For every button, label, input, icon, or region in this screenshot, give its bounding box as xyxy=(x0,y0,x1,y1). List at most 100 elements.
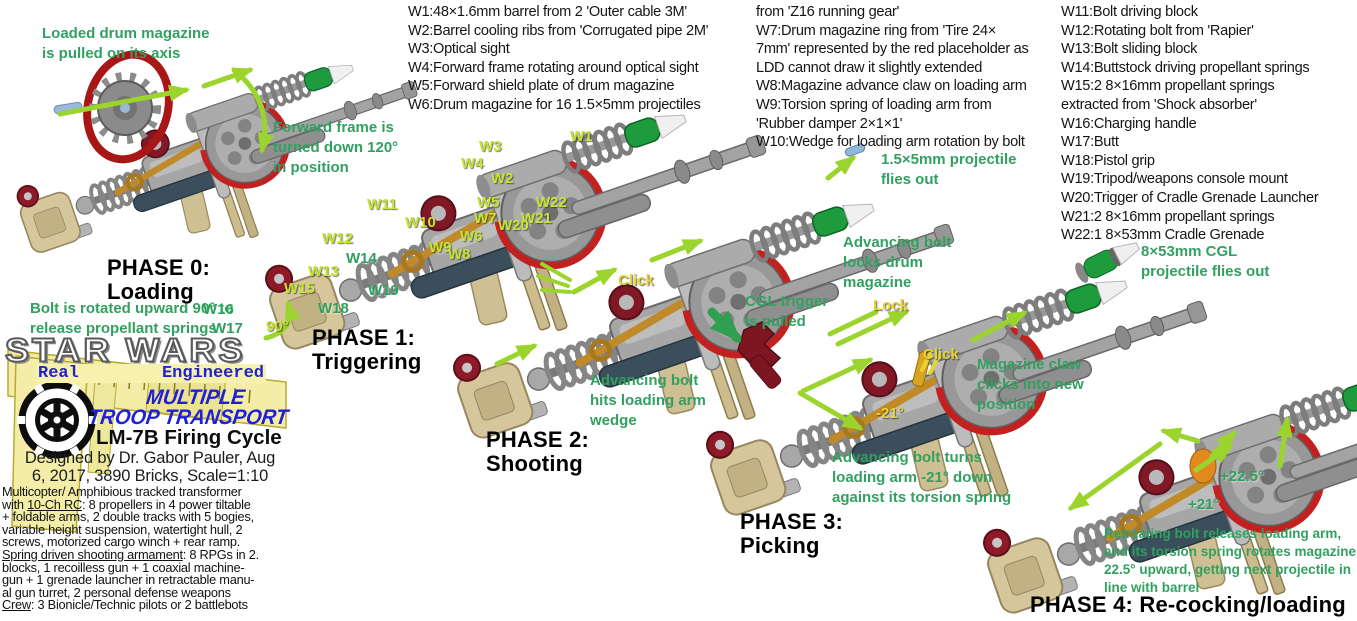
annotation-4: 1.5×5mm projectile flies out xyxy=(881,150,1016,190)
credit-line-1: Designed by Dr. Gabor Pauler, Aug xyxy=(24,449,276,467)
annotation-line: is pulled xyxy=(745,313,806,330)
part-label-w15: W15 xyxy=(284,280,315,297)
parts-list-column-1: W1:48×1.6mm barrel from 2 'Outer cable 3… xyxy=(408,3,709,115)
real-engineered-banner: Real Engineered xyxy=(36,364,266,383)
part-label-w18: W18 xyxy=(318,300,349,317)
annotation-line: turned down 120° xyxy=(273,139,399,156)
annotation-line: line with barrel xyxy=(1104,580,1200,595)
model-description: Multicopter/ Amphibious tracked transfor… xyxy=(2,484,259,613)
annotation-line: clicks into new xyxy=(977,376,1084,393)
annotation-line: against its torsion spring xyxy=(832,489,1012,506)
annotation-3: Bolt is rotated upward 90° to release pro… xyxy=(30,299,234,339)
phase-title-4: PHASE 4: Re-cocking/loading xyxy=(1030,593,1346,617)
imperial-emblem-icon xyxy=(17,381,97,459)
parts-list-line: W9:Torsion spring of loading arm from xyxy=(756,96,992,113)
annotation-line: 8×53mm CGL xyxy=(1141,243,1238,260)
part-label-w3: W3 xyxy=(479,138,502,155)
part-label-w5: W5 xyxy=(477,194,500,211)
description-line: screws, motorized cargo winch + rear ram… xyxy=(2,534,241,550)
description-line: blocks, 1 recoilless gun + 1 coaxial mac… xyxy=(2,559,245,575)
parts-list-line: W11:Bolt driving block xyxy=(1061,4,1198,20)
description-line: al gun turret, 2 personal defense weapon… xyxy=(2,584,231,600)
annotation-line: and its torsion spring rotates magazine xyxy=(1104,544,1357,559)
annotation-line: Advancing bolt xyxy=(843,234,952,251)
part-label-w16: W16 xyxy=(203,301,234,318)
annotation-line: Advancing bolt xyxy=(590,372,699,389)
part-label-w19: W19 xyxy=(368,282,399,299)
part-label-+22.5°: +22.5° xyxy=(1220,468,1264,485)
description-line: Crew: 3 Bionicle/Technic pilots or 2 bat… xyxy=(2,597,248,613)
annotation-line: Retreating bolt releases loading arm, xyxy=(1104,526,1342,541)
part-label-w6: W6 xyxy=(460,228,483,245)
phase-title-0: PHASE 0:Loading xyxy=(107,256,210,303)
parts-list-line: W10:Wedge for loading arm rotation by bo… xyxy=(756,134,1025,151)
annotation-line: release propellant springs xyxy=(30,320,217,337)
parts-list-line: W15:2 8×16mm propellant springs xyxy=(1061,78,1275,95)
star-wars-logo-text: STAR WARS xyxy=(4,330,246,370)
phase-title-line: Triggering xyxy=(312,348,422,374)
parts-list-line: W6:Drum magazine for 16 1.5×5mm projecti… xyxy=(408,96,701,113)
part-label-click: Click xyxy=(923,346,959,363)
annotation-line: flies out xyxy=(881,171,939,188)
phase-title-3: PHASE 3:Picking xyxy=(740,510,843,557)
part-label-w22: W22 xyxy=(536,194,567,211)
phase-title-line: Loading xyxy=(107,278,194,304)
annotation-line: 1.5×5mm projectile xyxy=(881,151,1017,168)
credit-line-2: 6, 2017, 3890 Bricks, Scale=1:10 xyxy=(31,467,269,485)
annotation-line: Loaded drum magazine xyxy=(42,25,210,42)
part-label-w7: W7 xyxy=(474,210,497,227)
annotation-line: magazine xyxy=(843,274,912,291)
annotation-line: loading arm -21° down xyxy=(832,469,993,486)
parts-list-line: W12:Rotating bolt from 'Rapier' xyxy=(1061,22,1254,39)
parts-list-line: 7mm' represented by the red placeholder … xyxy=(756,41,1029,58)
annotation-11: Retreating bolt releases loading arm, and… xyxy=(1104,525,1356,597)
parts-list-line: W16:Charging handle xyxy=(1061,115,1197,132)
part-label-lock: Lock xyxy=(873,297,909,314)
part-label-w2: W2 xyxy=(491,170,514,187)
motion-arrows xyxy=(57,67,1293,511)
annotation-line: Advancing bolt turns xyxy=(832,449,982,466)
description-line: gun + 1 grenade launcher in retractable … xyxy=(2,572,255,588)
phase-title-line: PHASE 3: xyxy=(740,509,844,534)
cgl-trigger-wrench xyxy=(737,321,782,389)
flying-grenade xyxy=(1075,242,1140,283)
annotation-line: Magazine claw xyxy=(977,356,1082,373)
annotation-line: Forward frame is xyxy=(273,119,394,136)
annotation-line: is pulled on its axis xyxy=(42,45,181,62)
parts-list-column-2: from 'Z16 running gear' W7:Drum magazine … xyxy=(756,3,1029,152)
parts-list-line: extracted from 'Shock absorber' xyxy=(1061,96,1257,113)
phase-title-line: PHASE 1: xyxy=(312,325,416,350)
annotation-line: Bolt is rotated upward 90° to xyxy=(30,300,234,317)
parts-list-line: W20:Trigger of Cradle Grenade Launcher xyxy=(1061,189,1319,206)
description-line: Multicopter/ Amphibious tracked transfor… xyxy=(2,484,242,499)
part-label-+21°: +21° xyxy=(1188,496,1220,513)
part-label--21°: -21° xyxy=(876,405,904,422)
parts-list-line: W22:1 8×53mm Cradle Grenade xyxy=(1061,227,1265,244)
part-label-w9: W9 xyxy=(429,239,452,256)
part-label-w21: W21 xyxy=(521,210,552,227)
parts-list-line: W1:48×1.6mm barrel from 2 'Outer cable 3… xyxy=(408,4,687,20)
real-label: Real xyxy=(38,364,79,383)
phase-title-1: PHASE 1:Triggering xyxy=(312,326,422,373)
part-label-w4: W4 xyxy=(461,155,484,172)
part-label-w17: W17 xyxy=(212,320,243,337)
parts-list-line: W21:2 8×16mm propellant springs xyxy=(1061,208,1275,225)
description-line: Spring driven shooting armament: 8 RPGs … xyxy=(2,546,259,562)
parts-list-line: from 'Z16 running gear' xyxy=(756,4,900,20)
annotation-1: Loaded drum magazine is pulled on its axi… xyxy=(42,24,210,64)
annotation-line: projectile flies out xyxy=(1141,263,1270,280)
part-label-w1: W1 xyxy=(570,128,593,145)
phase-title-line: Picking xyxy=(740,532,820,558)
parts-list-line: W7:Drum magazine ring from 'Tire 24× xyxy=(756,22,997,39)
phase-title-line: PHASE 4: Re-cocking/loading xyxy=(1030,592,1346,617)
phase-title-2: PHASE 2:Shooting xyxy=(486,428,589,475)
description-line: variable height suspension, watertight h… xyxy=(2,521,243,537)
annotation-line: hits loading arm xyxy=(590,392,706,409)
engineered-label: Engineered xyxy=(161,364,264,383)
parts-list-line: W3:Optical sight xyxy=(408,41,510,58)
annotation-9: Advancing bolt turns loading arm -21° dow… xyxy=(832,448,1011,508)
